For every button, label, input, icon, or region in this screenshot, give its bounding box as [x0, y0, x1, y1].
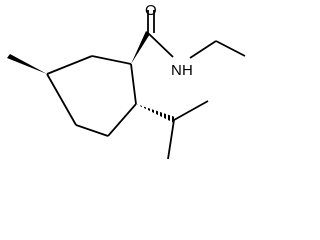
ring-bond-c2-c3: [130, 63, 137, 105]
ring-bond-c1-c2: [91, 55, 132, 65]
ring-bond-c3-c4: [107, 103, 137, 137]
structure-diagram: O N H: [7, 2, 246, 160]
isopropyl-bond-left: [167, 119, 175, 160]
amide-bond: [147, 32, 174, 58]
ring-bond-c4-c5: [75, 124, 109, 137]
ring-bond-c6-c1: [46, 55, 93, 75]
methyl-wedge-bond: [7, 54, 47, 74]
isopropyl-hash-bond: [136, 104, 175, 123]
nitrogen-label: N: [171, 62, 182, 79]
ethyl-bond-1: [189, 40, 217, 59]
isopropyl-bond-right: [173, 100, 209, 121]
oxygen-label: O: [145, 2, 157, 19]
carbonyl-wedge-bond: [131, 31, 150, 64]
molecule-drawing: O N H: [7, 2, 246, 160]
hydrogen-label: H: [182, 62, 193, 79]
ethyl-bond-2: [215, 40, 246, 57]
ring-bond-c5-c6: [46, 73, 77, 126]
